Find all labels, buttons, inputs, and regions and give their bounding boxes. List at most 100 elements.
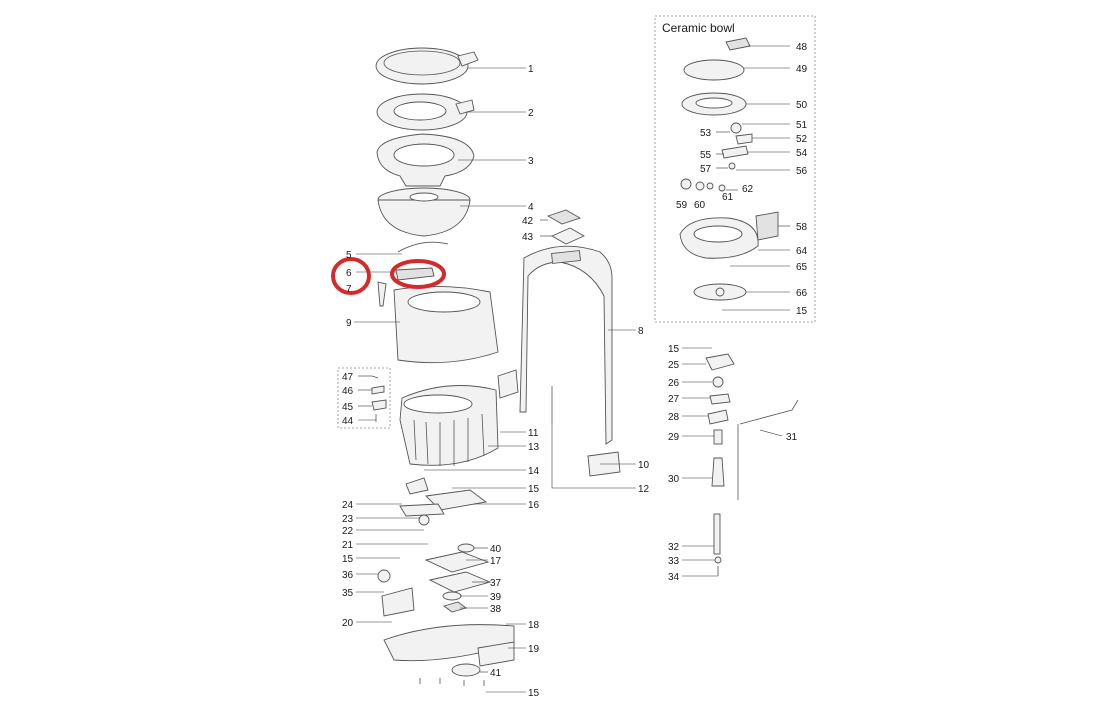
label-52: 52 [796, 134, 808, 145]
part-back-panel [519, 245, 613, 445]
part-drawer [477, 641, 515, 667]
label-15-d: 15 [668, 344, 680, 355]
part-plate-42 [546, 209, 582, 225]
label-28: 28 [668, 412, 680, 423]
part-upper-housing [393, 286, 499, 364]
highlight-marks [331, 257, 446, 295]
label-57: 57 [700, 164, 712, 175]
ceramic-bowl-inset [654, 15, 816, 323]
part-bracket [497, 369, 519, 399]
label-60: 60 [694, 200, 706, 211]
label-49: 49 [796, 64, 808, 75]
label-1: 1 [528, 64, 534, 75]
part-plate-43 [551, 227, 585, 245]
part-plate-37 [428, 571, 492, 593]
label-30: 30 [668, 474, 680, 485]
label-22: 22 [342, 526, 354, 537]
part-seal-38 [443, 601, 467, 613]
label-33: 33 [668, 556, 680, 567]
leader-lines [354, 45, 790, 693]
part-clip [395, 267, 435, 281]
label-11: 11 [528, 428, 539, 439]
label-31: 31 [786, 432, 798, 443]
label-34: 34 [668, 572, 680, 583]
label-7: 7 [346, 284, 352, 295]
label-48: 48 [796, 42, 808, 53]
label-15-e: 15 [796, 306, 808, 317]
part-labels: 1 2 3 4 5 6 7 8 9 10 11 12 13 14 15 15 1… [342, 42, 808, 699]
label-32: 32 [668, 542, 680, 553]
part-knob [418, 514, 430, 526]
label-54: 54 [796, 148, 808, 159]
label-53: 53 [700, 128, 712, 139]
detail-box [337, 367, 391, 429]
label-46: 46 [342, 386, 354, 397]
label-21: 21 [342, 540, 354, 551]
pump-assembly [705, 353, 799, 576]
label-58: 58 [796, 222, 808, 233]
part-plate-17 [424, 551, 490, 573]
label-66: 66 [796, 288, 808, 299]
label-23: 23 [342, 514, 354, 525]
label-17: 17 [490, 556, 502, 567]
label-27: 27 [668, 394, 680, 405]
highlight-label-6 [331, 257, 371, 295]
part-bowl-top [376, 133, 475, 187]
part-lever [399, 503, 445, 517]
part-gasket-40 [457, 543, 475, 553]
label-40: 40 [490, 544, 502, 555]
part-slider [405, 477, 429, 495]
highlight-part-6 [390, 259, 446, 289]
label-18: 18 [528, 620, 540, 631]
part-lower-housing [399, 385, 499, 466]
label-6: 6 [346, 268, 352, 279]
label-13: 13 [528, 442, 540, 453]
label-16: 16 [528, 500, 540, 511]
label-41: 41 [490, 668, 502, 679]
label-62: 62 [742, 184, 754, 195]
part-seal-ring [397, 241, 449, 253]
label-4: 4 [528, 202, 534, 213]
label-29: 29 [668, 432, 680, 443]
label-37: 37 [490, 578, 502, 589]
label-25: 25 [668, 360, 680, 371]
label-39: 39 [490, 592, 502, 603]
label-15-b: 15 [342, 554, 354, 565]
label-9: 9 [346, 318, 352, 329]
label-47: 47 [342, 372, 354, 383]
part-bowl-base [377, 187, 471, 237]
label-38: 38 [490, 604, 502, 615]
part-wheel [377, 569, 391, 583]
detail-parts [371, 375, 387, 422]
label-19: 19 [528, 644, 540, 655]
label-24: 24 [342, 500, 354, 511]
label-35: 35 [342, 588, 354, 599]
label-3: 3 [528, 156, 534, 167]
screw-row [419, 678, 485, 686]
label-36: 36 [342, 570, 354, 581]
label-10: 10 [638, 460, 650, 471]
label-14: 14 [528, 466, 540, 477]
label-55: 55 [700, 150, 712, 161]
label-15-c: 15 [528, 688, 540, 699]
label-15-a: 15 [528, 484, 540, 495]
label-45: 45 [342, 402, 354, 413]
part-gasket-39 [442, 591, 462, 601]
label-2: 2 [528, 108, 534, 119]
part-ring [451, 663, 481, 677]
label-20: 20 [342, 618, 354, 629]
label-8: 8 [638, 326, 644, 337]
part-seat [376, 93, 475, 131]
ceramic-parts [679, 37, 779, 301]
part-side-panel [381, 587, 415, 617]
label-43: 43 [522, 232, 534, 243]
label-61: 61 [722, 192, 734, 203]
label-44: 44 [342, 416, 354, 427]
label-56: 56 [796, 166, 808, 177]
main-assembly [375, 47, 621, 686]
label-12: 12 [638, 484, 650, 495]
label-42: 42 [522, 216, 534, 227]
label-59: 59 [676, 200, 688, 211]
label-50: 50 [796, 100, 808, 111]
